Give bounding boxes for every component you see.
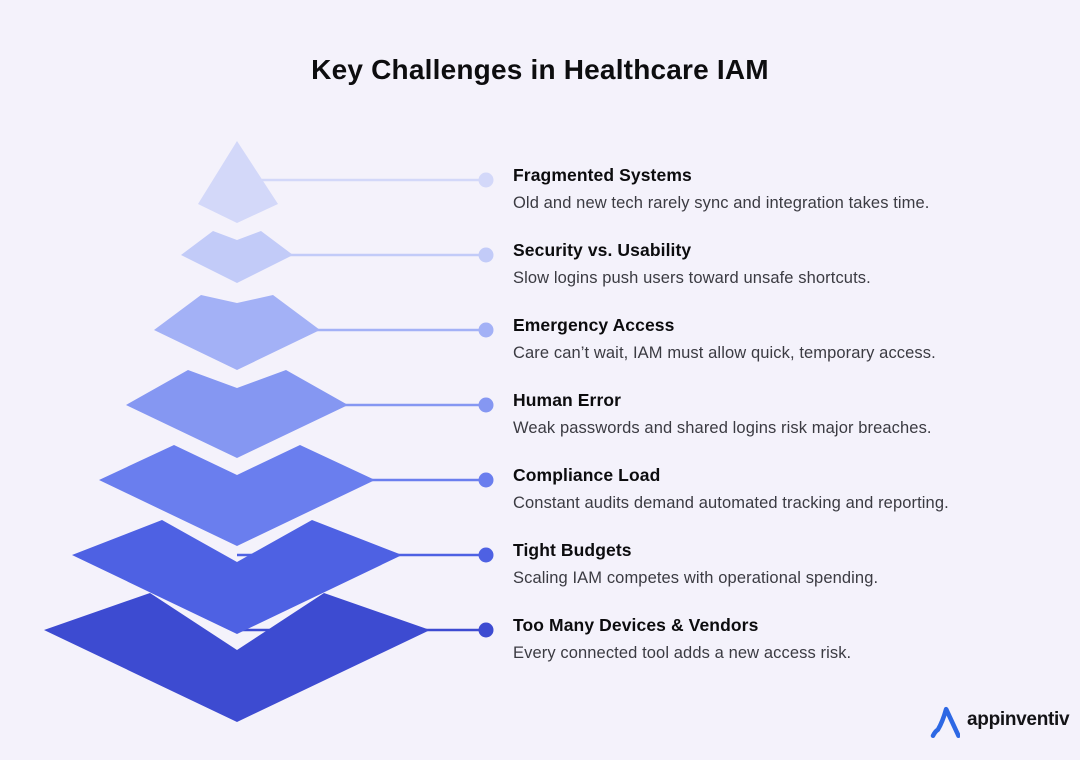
challenge-description: Weak passwords and shared logins risk ma… xyxy=(513,419,932,437)
connector-dot xyxy=(478,472,494,488)
pyramid-layer-2 xyxy=(181,231,293,283)
connector-dot xyxy=(478,247,494,263)
challenge-description: Old and new tech rarely sync and integra… xyxy=(513,194,930,212)
pyramid-layer-6 xyxy=(72,520,402,634)
challenge-description: Constant audits demand automated trackin… xyxy=(513,494,949,512)
page-title: Key Challenges in Healthcare IAM xyxy=(311,54,769,85)
appinventiv-logo: appinventiv xyxy=(930,702,1070,738)
challenge-item-7: Too Many Devices & Vendors Every connect… xyxy=(513,615,1053,664)
pyramid-layer-4 xyxy=(126,370,348,458)
challenge-description: Every connected tool adds a new access r… xyxy=(513,644,852,662)
appinventiv-a-icon xyxy=(930,706,960,738)
challenge-title: Tight Budgets xyxy=(513,540,632,560)
connector-dot xyxy=(478,322,494,338)
challenge-title: Security vs. Usability xyxy=(513,240,692,260)
challenge-title: Compliance Load xyxy=(513,465,661,485)
challenge-title: Emergency Access xyxy=(513,315,675,335)
challenge-item-6: Tight Budgets Scaling IAM competes with … xyxy=(513,540,1053,589)
challenge-item-1: Fragmented Systems Old and new tech rare… xyxy=(513,165,1053,214)
challenge-title: Too Many Devices & Vendors xyxy=(513,615,759,635)
challenge-item-5: Compliance Load Constant audits demand a… xyxy=(513,465,1053,514)
connector-dot xyxy=(478,547,494,563)
challenge-description: Scaling IAM competes with operational sp… xyxy=(513,569,879,587)
challenge-item-3: Emergency Access Care can’t wait, IAM mu… xyxy=(513,315,1053,364)
challenge-title: Human Error xyxy=(513,390,622,410)
pyramid-layer-3 xyxy=(154,295,320,370)
pyramid-layer-5 xyxy=(99,445,375,546)
connector-dot xyxy=(478,397,494,413)
pyramid-layer-7 xyxy=(44,593,430,722)
connector-dot xyxy=(478,622,494,638)
challenge-title: Fragmented Systems xyxy=(513,165,692,185)
challenge-description: Care can’t wait, IAM must allow quick, t… xyxy=(513,344,936,362)
brand-name: appinventiv xyxy=(967,709,1070,730)
challenge-description: Slow logins push users toward unsafe sho… xyxy=(513,269,871,287)
connector-dot xyxy=(478,172,494,188)
pyramid-layer-1 xyxy=(198,141,278,223)
challenge-item-2: Security vs. Usability Slow logins push … xyxy=(513,240,1053,289)
challenge-item-4: Human Error Weak passwords and shared lo… xyxy=(513,390,1053,439)
